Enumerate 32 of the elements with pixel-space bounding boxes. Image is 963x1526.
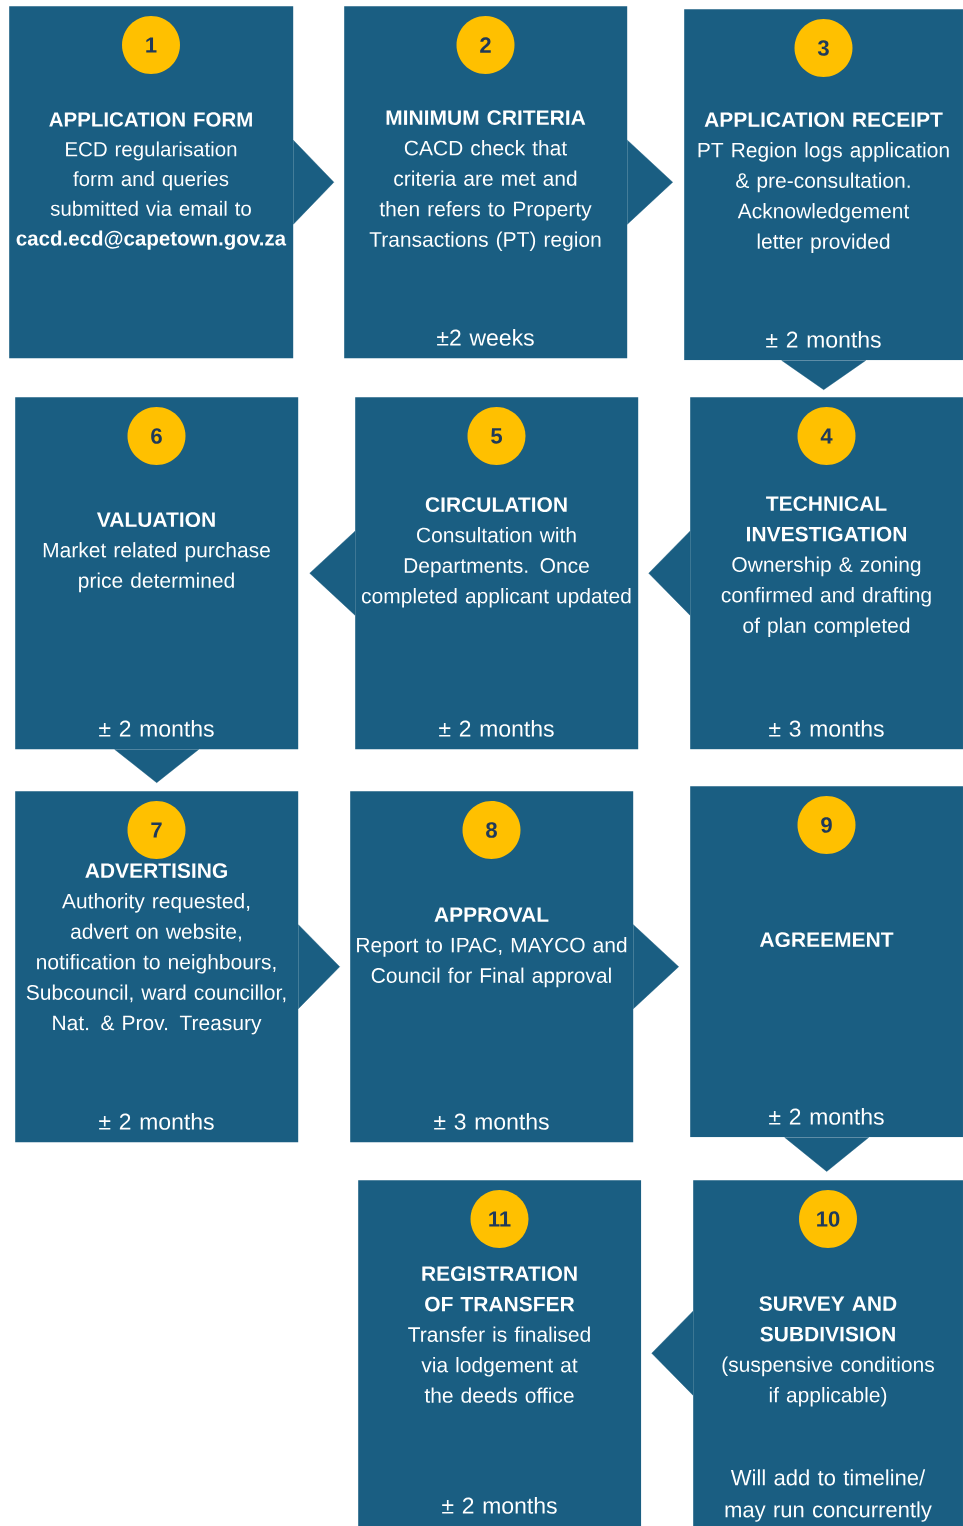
chevron-arrow <box>781 360 866 390</box>
number-badge: 11 <box>470 1190 529 1248</box>
chevron-arrow <box>627 140 673 225</box>
step-box: AGREEMENT ± 2 months 9 <box>690 786 963 1138</box>
step-box: APPLICATION RECEIPT PT Region logs application & pre-consultation. Acknowledgement letter provided ± 2 months 3 <box>684 9 963 361</box>
chevron-arrow <box>298 924 340 1009</box>
step-box: CIRCULATION Consultation with Departments. Once completed applicant updated ± 2 months 5 <box>355 397 639 750</box>
chevron-arrow <box>309 531 356 616</box>
chevron-arrow <box>114 749 199 783</box>
step-box: ADVERTISING Authority requested, advert on website, notification to neighbours, Subcouncil, ward councillor, Nat. & Prov. Treasury ± 2 months 7 <box>15 791 299 1143</box>
number-badge: 3 <box>794 19 853 77</box>
number-badge: 1 <box>122 16 180 74</box>
number-badge: 6 <box>127 407 186 465</box>
step-box: REGISTRATION OF TRANSFER Transfer is finalised via lodgement at the deeds office ± 2 months 11 <box>358 1180 642 1526</box>
number-badge: 4 <box>797 407 856 465</box>
number-badge: 2 <box>456 16 515 74</box>
number-badge: 7 <box>127 801 186 859</box>
step-box: MINIMUM CRITERIA CACD check that criteria are met and then refers to Property Transactions (PT) region ±2 weeks 2 <box>344 6 628 359</box>
chevron-arrow <box>293 140 335 225</box>
chevron-arrow <box>651 1311 694 1396</box>
step-box: TECHNICAL INVESTIGATION Ownership & zoning confirmed and drafting of plan completed ± 3 months 4 <box>690 397 963 750</box>
chevron-arrow <box>784 1137 869 1172</box>
number-badge: 9 <box>797 796 856 854</box>
number-badge: 8 <box>462 801 521 859</box>
number-badge: 5 <box>467 407 526 465</box>
step-box: VALUATION Market related purchase price determined ± 2 months 6 <box>15 397 299 750</box>
chevron-arrow <box>633 924 679 1009</box>
number-badge: 10 <box>799 1190 857 1248</box>
chevron-arrow <box>648 531 691 616</box>
step-box: APPROVAL Report to IPAC, MAYCO and Council for Final approval ± 3 months 8 <box>350 791 634 1143</box>
step-box: SURVEY AND SUBDIVISION (suspensive conditions if applicable) Will add to timeline/ may run concurrently 10 <box>693 1180 963 1526</box>
step-box: APPLICATION FORM ECD regularisation form and queries submitted via email to cacd.ecd@capetown.gov.za 1 <box>9 6 294 359</box>
